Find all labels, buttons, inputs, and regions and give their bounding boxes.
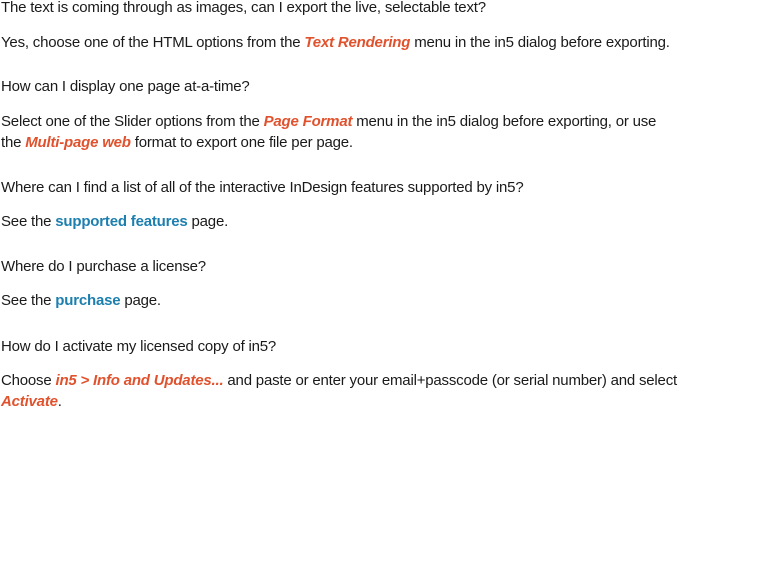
faq-question: Where do I purchase a license? [1, 258, 206, 275]
menu-reference-info-and-updates: in5 > Info and Updates... [55, 372, 224, 389]
answer-text: menu in the in5 dialog before exporting,… [352, 113, 657, 130]
answer-text: Select one of the Slider options from th… [1, 113, 264, 130]
answer-text: . [57, 393, 62, 410]
answer-text: Yes, choose one of the HTML options from… [1, 34, 305, 51]
supported-features-link[interactable]: supported features [55, 213, 188, 230]
answer-text: See the [1, 292, 56, 309]
format-reference-multi-page-web: Multi-page web [25, 134, 131, 151]
menu-reference-text-rendering: Text Rendering [304, 34, 411, 51]
answer-text: page. [120, 292, 161, 309]
answer-text: the [1, 134, 26, 151]
faq-answer: See the purchase page. [1, 290, 161, 311]
answer-text: Choose [1, 372, 56, 389]
menu-reference-page-format: Page Format [263, 113, 353, 130]
answer-text: See the [1, 213, 56, 230]
answer-text: and paste or enter your email+passcode (… [223, 372, 677, 389]
faq-answer: Yes, choose one of the HTML options from… [1, 32, 670, 53]
faq-question: How can I display one page at-a-time? [1, 78, 250, 95]
answer-text: format to export one file per page. [130, 134, 353, 151]
faq-answer: Select one of the Slider options from th… [1, 111, 656, 153]
faq-question: The text is coming through as images, ca… [1, 0, 486, 16]
purchase-link[interactable]: purchase [55, 292, 121, 309]
faq-question: Where can I find a list of all of the in… [1, 179, 524, 196]
faq-answer: See the supported features page. [1, 211, 228, 232]
answer-text: menu in the in5 dialog before exporting. [410, 34, 670, 51]
faq-question: How do I activate my licensed copy of in… [1, 338, 277, 355]
faq-answer: Choose in5 > Info and Updates... and pas… [1, 370, 677, 412]
button-reference-activate: Activate [1, 393, 58, 410]
answer-text: page. [187, 213, 229, 230]
